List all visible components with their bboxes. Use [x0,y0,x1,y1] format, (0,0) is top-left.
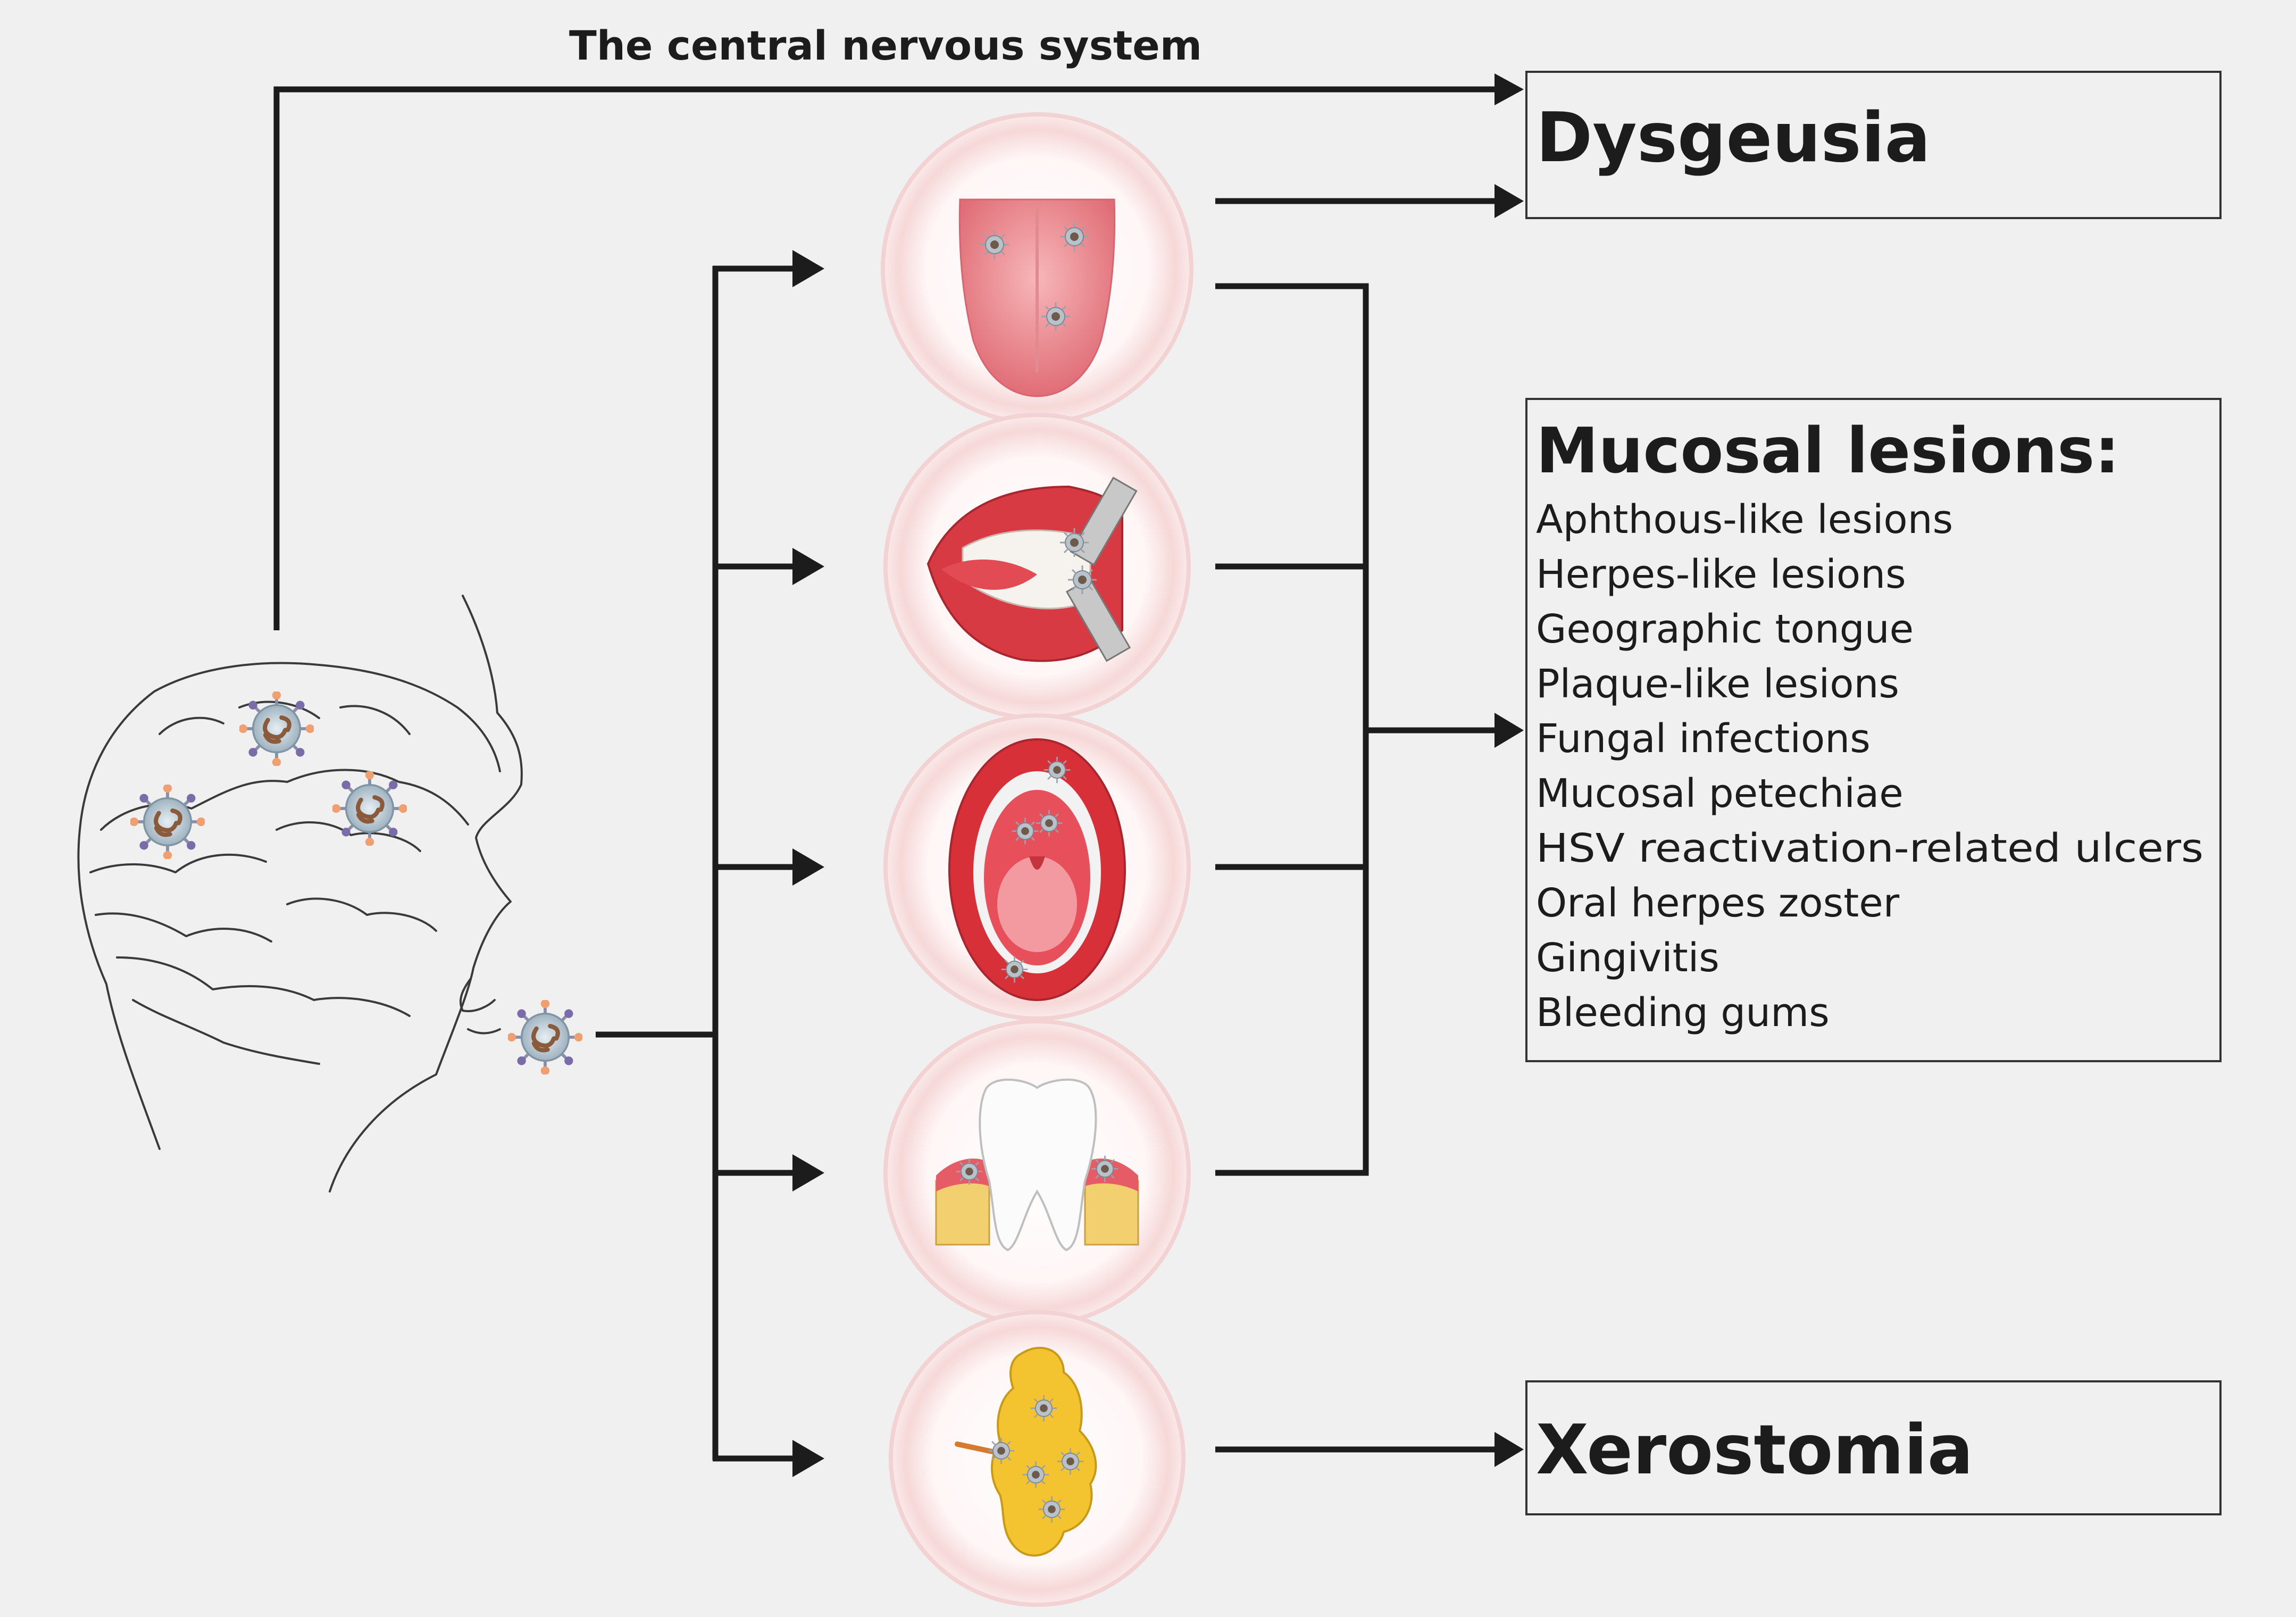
xerostomia-link [1215,1432,1524,1467]
salivary-gland-icon [991,1347,1097,1557]
tooth-gum-icon [979,1078,1097,1252]
mucosal-item: Geographic tongue [1536,606,1914,652]
cns-label: The central nervous system [569,22,1202,69]
dysgeusia-box: Dysgeusia [1525,71,2222,219]
entry-branch [596,250,824,1477]
tongue-circle [881,112,1193,425]
brain-virus-2 [239,691,314,766]
xerostomia-label: Xerostomia [1536,1411,1973,1490]
mucosal-box: Mucosal lesions: Aphthous-like lesions H… [1525,398,2222,1062]
mucosal-item: Herpes-like lesions [1536,552,1906,597]
mouth-circle [883,713,1191,1021]
mucosal-branch [1215,283,1524,1176]
mucosal-item: Plaque-like lesions [1536,661,1899,707]
mucosal-title: Mucosal lesions: [1536,414,2120,487]
dysgeusia-link [1215,184,1524,218]
mucosal-item: Bleeding gums [1536,990,1830,1036]
mucosal-item: Aphthous-like lesions [1536,497,1953,543]
tooth-circle [883,1019,1191,1327]
mucosal-item: HSV reactivation-related ulcers [1536,826,2203,871]
mucosal-item: Gingivitis [1536,935,1719,981]
dysgeusia-label: Dysgeusia [1536,98,1931,178]
gland-circle [889,1310,1185,1607]
brain-virus-1 [130,784,205,860]
head-sketch [77,595,583,1193]
mouth-virus [507,999,583,1075]
mucosal-item: Fungal infections [1536,716,1871,762]
xerostomia-box: Xerostomia [1525,1380,2222,1515]
mucosal-item: Mucosal petechiae [1536,771,1903,816]
cns-pathway [273,73,1524,630]
lips-circle [883,413,1191,720]
brain-virus-3 [332,771,407,846]
mucosal-item: Oral herpes zoster [1536,880,1900,926]
mucosal-list: Aphthous-like lesions Herpes-like lesion… [1536,497,2203,1036]
